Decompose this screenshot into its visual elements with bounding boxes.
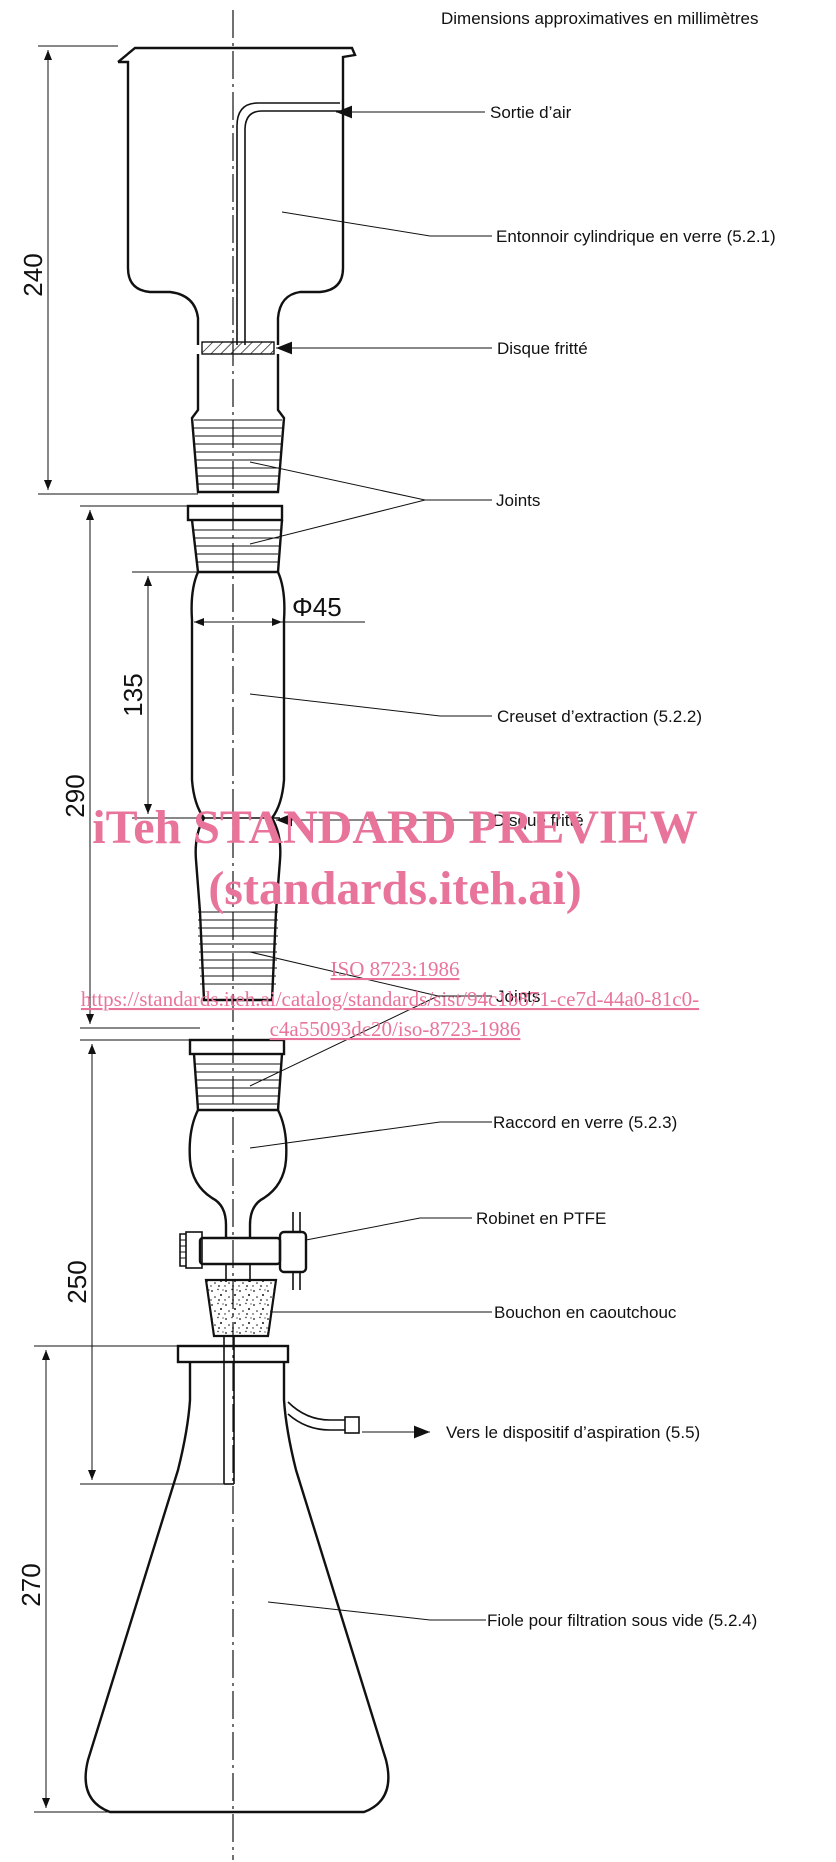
extraction-crucible [186, 504, 286, 1002]
diameter-label: Φ45 [292, 592, 342, 622]
dim-135: 135 [118, 673, 148, 716]
dim-290: 290 [60, 774, 90, 817]
watermark: iTeh STANDARD PREVIEW (standards.iteh.ai… [81, 801, 699, 1041]
label-fritted-disc-2: Disque fritté [493, 811, 584, 830]
watermark-url-2[interactable]: c4a55093dc20/iso-8723-1986 [270, 1017, 521, 1041]
watermark-url-1[interactable]: https://standards.iteh.ai/catalog/standa… [81, 987, 699, 1011]
cylindrical-funnel [117, 46, 357, 345]
label-ptfe-stopcock: Robinet en PTFE [476, 1209, 606, 1228]
dimension-lines [34, 45, 365, 1813]
dim-240: 240 [18, 253, 48, 296]
label-fritted-disc-1: Disque fritté [497, 339, 588, 358]
units-note: Dimensions approximatives en millimètres [441, 9, 758, 28]
label-aspiration: Vers le dispositif d’aspiration (5.5) [446, 1423, 700, 1442]
label-extraction-crucible: Creuset d’extraction (5.2.2) [497, 707, 702, 726]
label-vacuum-flask: Fiole pour filtration sous vide (5.2.4) [487, 1611, 757, 1630]
fritted-disc-1 [201, 341, 275, 355]
label-cylindrical-funnel: Entonnoir cylindrique en verre (5.2.1) [496, 227, 776, 246]
label-joints-1: Joints [496, 491, 540, 510]
ptfe-stopcock [179, 1212, 308, 1290]
dim-270: 270 [16, 1563, 46, 1606]
watermark-standard[interactable]: ISO 8723:1986 [331, 957, 460, 981]
glass-connector [188, 1038, 288, 1238]
rubber-stopper [204, 1278, 278, 1338]
label-glass-connector: Raccord en verre (5.2.3) [493, 1113, 677, 1132]
upper-joint-male [190, 354, 286, 494]
watermark-title: iTeh STANDARD PREVIEW [92, 801, 697, 854]
watermark-site: (standards.iteh.ai) [208, 862, 581, 915]
label-joints-2: Joints [496, 987, 540, 1006]
vacuum-flask [84, 1336, 390, 1814]
dim-250: 250 [62, 1260, 92, 1303]
label-rubber-stopper: Bouchon en caoutchouc [494, 1303, 677, 1322]
leader-lines [249, 105, 492, 1621]
label-air-outlet: Sortie d’air [490, 103, 572, 122]
